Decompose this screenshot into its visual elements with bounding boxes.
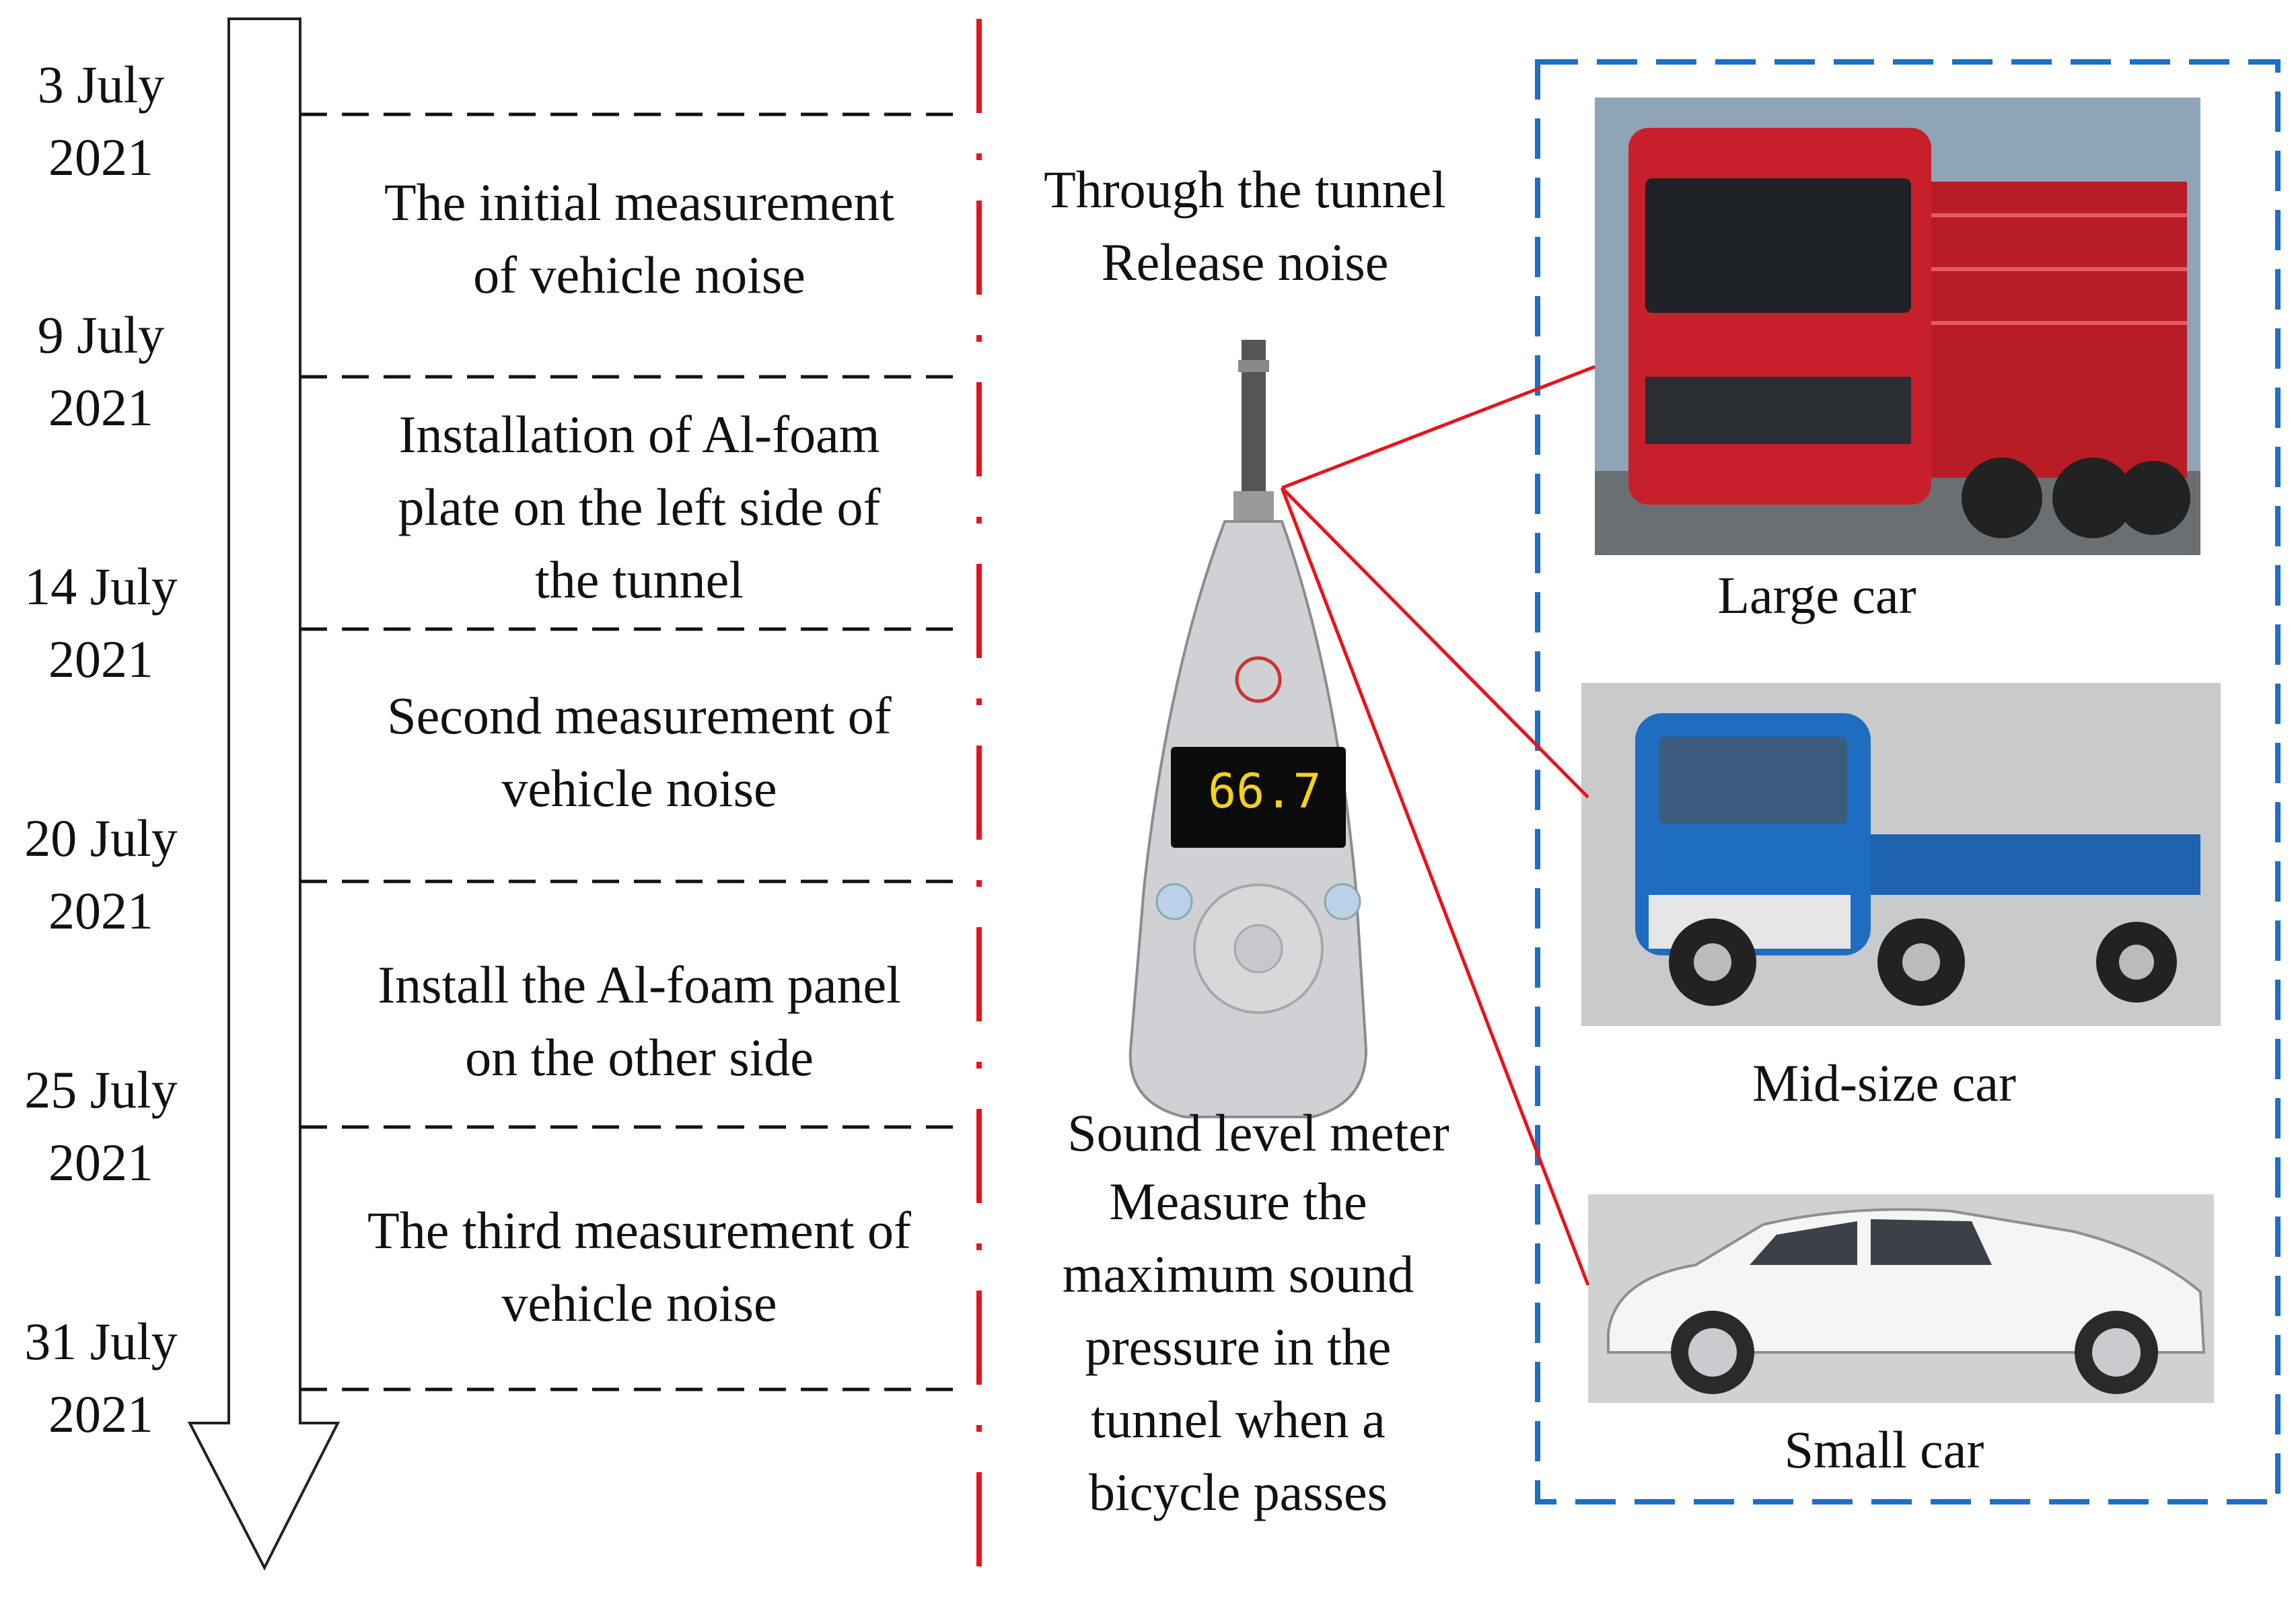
vehicles-box bbox=[1535, 59, 2281, 1504]
connector-small bbox=[1280, 487, 1590, 1286]
date-label: 14 July 2021 bbox=[24, 557, 178, 688]
connector-lines bbox=[1280, 365, 1595, 1286]
vehicle-label-small: Small car bbox=[1784, 1420, 1984, 1479]
step-text: Installation of Al-foam plate on the lef… bbox=[398, 405, 881, 609]
vehicle-label-large: Large car bbox=[1717, 566, 1916, 624]
meter-description: Measure the maximum sound pressure in th… bbox=[1062, 1172, 1414, 1521]
meter-top-caption: Through the tunnel Release noise bbox=[1044, 160, 1446, 291]
date-label: 25 July 2021 bbox=[24, 1060, 178, 1192]
date-label: 3 July 2021 bbox=[37, 55, 165, 186]
meter-reading: 66.7 bbox=[1208, 764, 1322, 819]
mid-truck-image bbox=[1581, 683, 2221, 1026]
vehicle-label-mid: Mid-size car bbox=[1752, 1054, 2016, 1112]
meter-name: Sound level meter bbox=[1067, 1103, 1449, 1162]
step-separators bbox=[300, 112, 959, 1391]
date-label: 31 July 2021 bbox=[24, 1312, 178, 1443]
step-text: Install the Al-foam panel on the other s… bbox=[378, 955, 901, 1087]
date-label: 20 July 2021 bbox=[24, 809, 178, 940]
step-text: The third measurement of vehicle noise bbox=[367, 1201, 911, 1332]
timeline-arrow bbox=[187, 17, 340, 1571]
connector-large bbox=[1281, 365, 1595, 490]
step-text: Second measurement of vehicle noise bbox=[387, 686, 892, 818]
large-truck-image bbox=[1595, 98, 2200, 555]
connector-mid bbox=[1281, 486, 1589, 799]
date-label: 9 July 2021 bbox=[37, 305, 165, 437]
sound-level-meter-image: 66.7 bbox=[1128, 340, 1368, 1118]
step-text: The initial measurement of vehicle noise bbox=[384, 173, 895, 304]
small-car-image bbox=[1588, 1194, 2214, 1403]
